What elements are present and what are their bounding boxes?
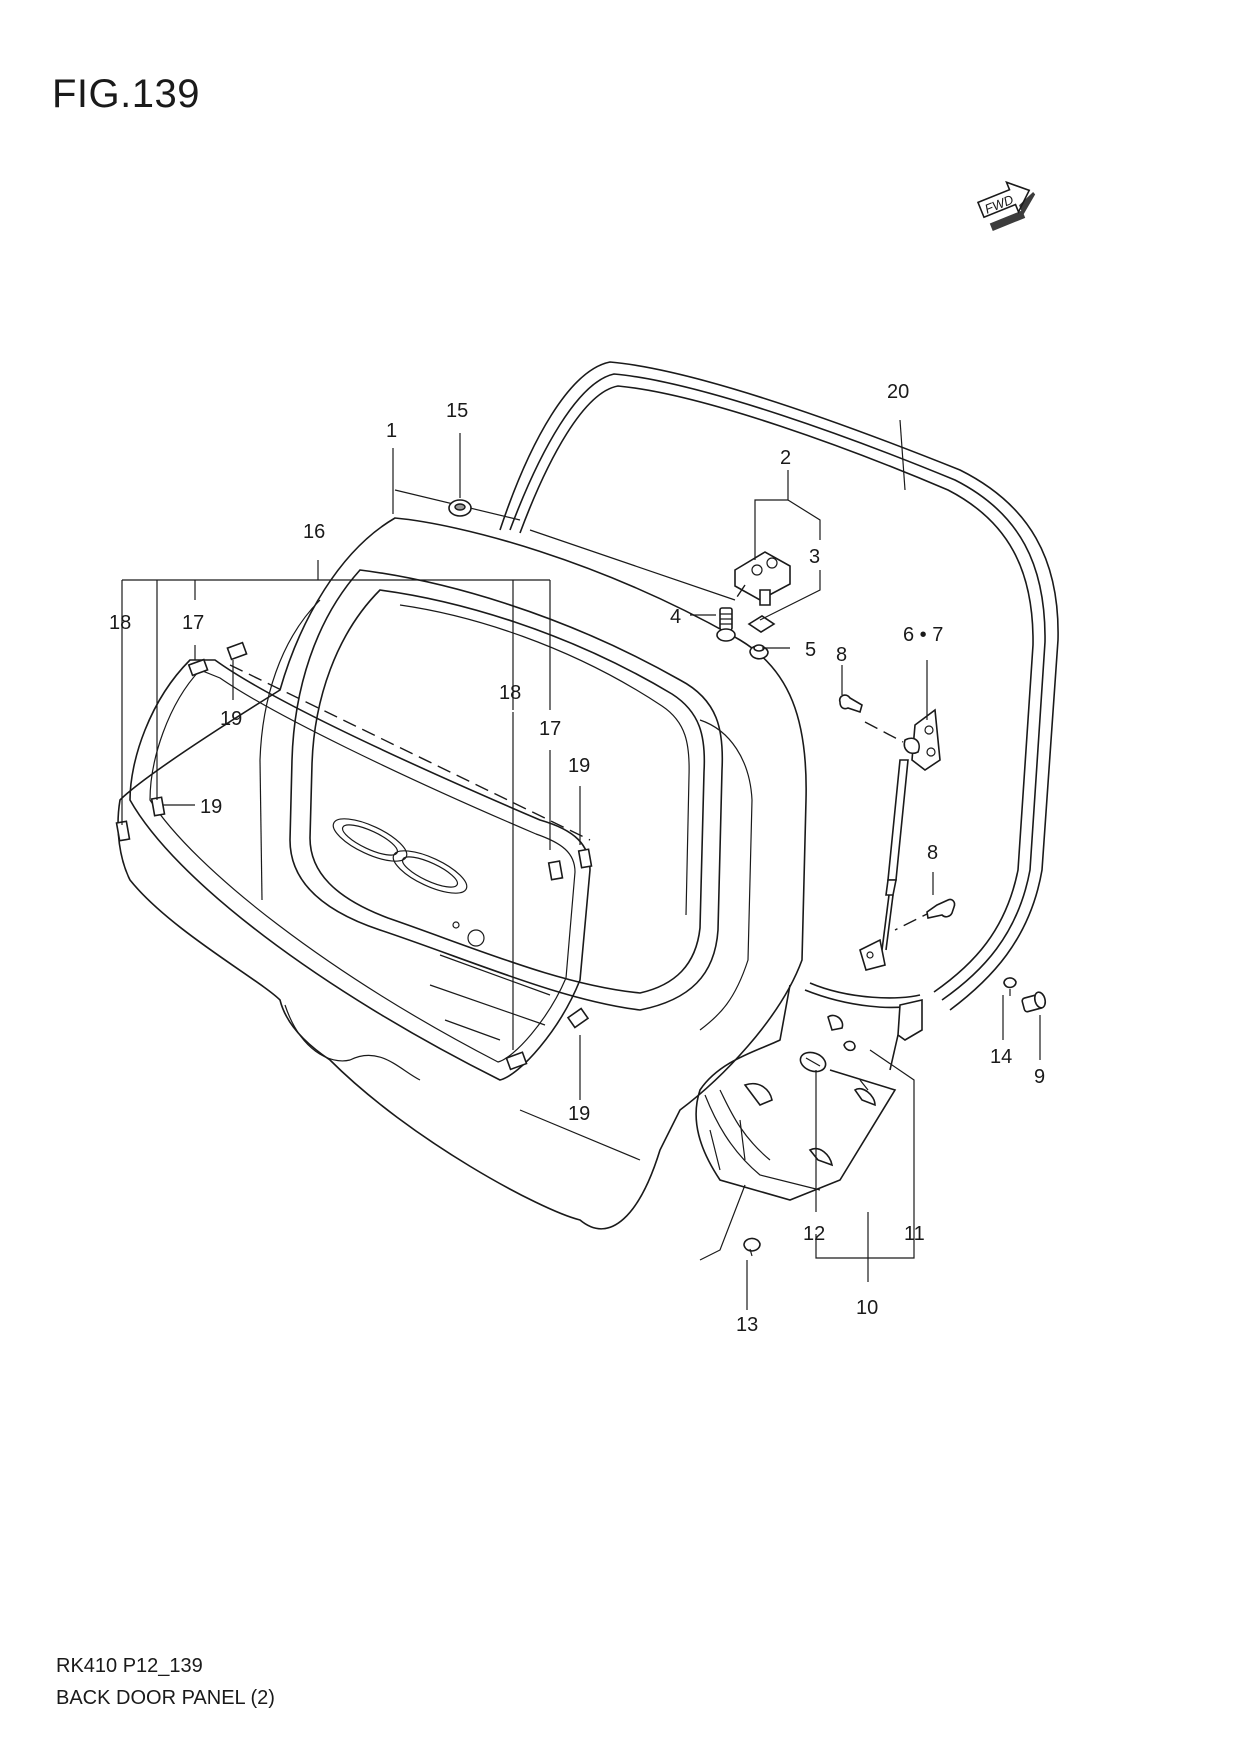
callout-4: 4: [670, 606, 681, 628]
leader-lines: [121, 419, 1041, 1310]
window-glass-outline: [129, 659, 591, 1081]
callout-13: 13: [736, 1314, 758, 1336]
weatherstrip-20: [499, 361, 1059, 1011]
callout-3: 3: [809, 546, 820, 568]
callout-5: 5: [805, 639, 816, 661]
callout-12: 12: [803, 1223, 825, 1245]
callout-19-d: 19: [568, 1103, 590, 1125]
small-fasteners: [448, 499, 1047, 1013]
callout-2: 2: [780, 447, 791, 469]
glass-spacer-parts: [115, 641, 593, 1071]
callout-labels: 1 2 3 4 5 6 • 7 8 8 9 10 11 12 13 14 15 …: [109, 381, 1045, 1336]
callout-8-upper: 8: [836, 644, 847, 666]
svg-text:FWD: FWD: [982, 192, 1015, 217]
callout-20: 20: [887, 381, 909, 403]
callout-17-right: 17: [539, 718, 561, 740]
callout-10: 10: [856, 1297, 878, 1319]
back-door-inner-garnish: [695, 982, 923, 1261]
callout-8-lower: 8: [927, 842, 938, 864]
footer-description: BACK DOOR PANEL (2): [56, 1687, 275, 1709]
back-door-panel: [117, 489, 807, 1230]
callout-1: 1: [386, 420, 397, 442]
fwd-arrow-icon: FWD: [976, 180, 1036, 231]
callout-17-left: 17: [182, 612, 204, 634]
figure-title: FIG.139: [52, 72, 201, 116]
callout-11: 11: [904, 1223, 925, 1245]
callout-18-right: 18: [499, 682, 521, 704]
callout-16: 16: [303, 521, 325, 543]
callout-19-a: 19: [220, 708, 242, 730]
callout-14: 14: [990, 1046, 1012, 1068]
back-door-hinge: [716, 551, 791, 660]
callout-19-b: 19: [200, 796, 222, 818]
gas-strut: [838, 694, 956, 971]
callout-9: 9: [1034, 1066, 1045, 1088]
callout-18-left: 18: [109, 612, 131, 634]
footer-model-code: RK410 P12_139: [56, 1655, 203, 1677]
callout-15: 15: [446, 400, 468, 422]
callout-6-7: 6 • 7: [903, 624, 943, 646]
callout-19-c: 19: [568, 755, 590, 777]
